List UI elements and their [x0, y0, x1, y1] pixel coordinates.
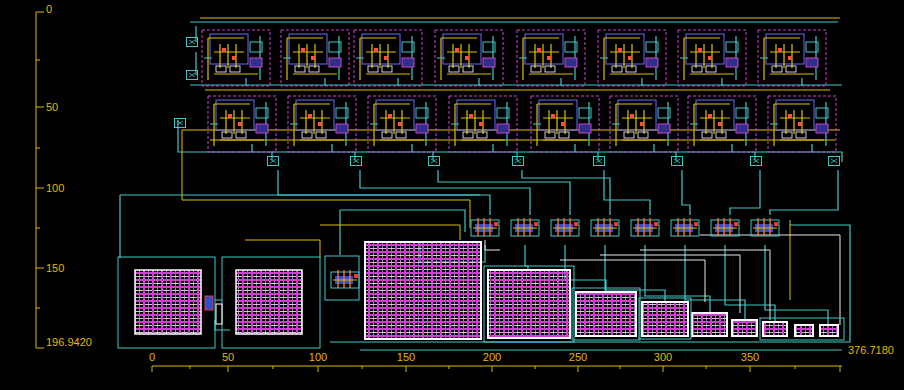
pin-via — [175, 38, 198, 128]
switch-cell-row — [202, 30, 826, 86]
capacitor-array — [118, 242, 844, 348]
axis-tick-label: 150 — [397, 351, 415, 363]
metal-wires — [120, 22, 850, 350]
poly-wires — [182, 18, 840, 300]
axis-tick-label: 100 — [46, 182, 64, 194]
axis-tick-label: 100 — [309, 351, 327, 363]
axis-tick-label: 376.7180 — [848, 344, 894, 356]
via-row — [268, 157, 840, 166]
axis-tick-label: 0 — [149, 351, 155, 363]
axis-tick-label: 150 — [46, 262, 64, 274]
switch-cell-row — [208, 96, 836, 152]
axis-tick-label: 50 — [46, 101, 58, 113]
transistor-row — [471, 218, 779, 236]
axis-tick-label: 50 — [222, 351, 234, 363]
axis-tick-label: 350 — [741, 351, 759, 363]
axis-tick-label: 300 — [654, 351, 672, 363]
axis-tick-label: 196.9420 — [46, 336, 92, 348]
axis-tick-label: 250 — [569, 351, 587, 363]
ruler — [36, 12, 842, 372]
axis-tick-label: 0 — [46, 3, 52, 15]
axis-tick-label: 200 — [483, 351, 501, 363]
